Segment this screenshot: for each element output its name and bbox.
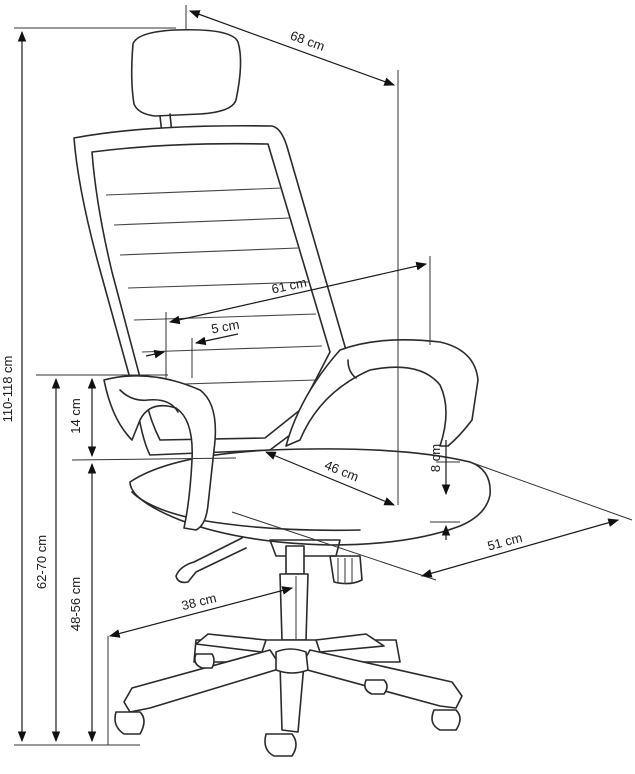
gas-lift-cover (279, 573, 309, 641)
dim-61-arrow (168, 261, 428, 325)
tension-knob (329, 555, 363, 585)
label-armrest-height: 62-70 cm (34, 535, 49, 589)
dim-51-arrow (420, 518, 620, 578)
label-68-cm: 68 cm (288, 28, 326, 54)
armrest-right (285, 339, 479, 447)
chair-illustration (73, 28, 491, 757)
dimension-lines (14, 5, 633, 746)
dim-46-arrow (265, 451, 395, 506)
label-61-cm: 61 cm (270, 275, 308, 297)
label-8-cm: 8 cm (428, 444, 443, 472)
casters (114, 653, 461, 757)
label-14-cm: 14 cm (68, 398, 83, 433)
gas-lift-cylinder (285, 545, 305, 575)
armrest-left (103, 374, 217, 531)
label-total-height: 110-118 cm (0, 356, 15, 423)
dim-5-arrow (145, 349, 166, 359)
label-51-cm: 51 cm (486, 530, 524, 554)
label-5-cm: 5 cm (210, 317, 240, 337)
headrest (130, 28, 242, 117)
dim-38-arrow (108, 586, 294, 638)
label-38-cm: 38 cm (180, 590, 218, 613)
label-seat-height: 48-56 cm (68, 577, 83, 631)
star-base (123, 633, 463, 733)
dim-68-arrow (188, 10, 396, 86)
tilt-lever (175, 537, 247, 584)
